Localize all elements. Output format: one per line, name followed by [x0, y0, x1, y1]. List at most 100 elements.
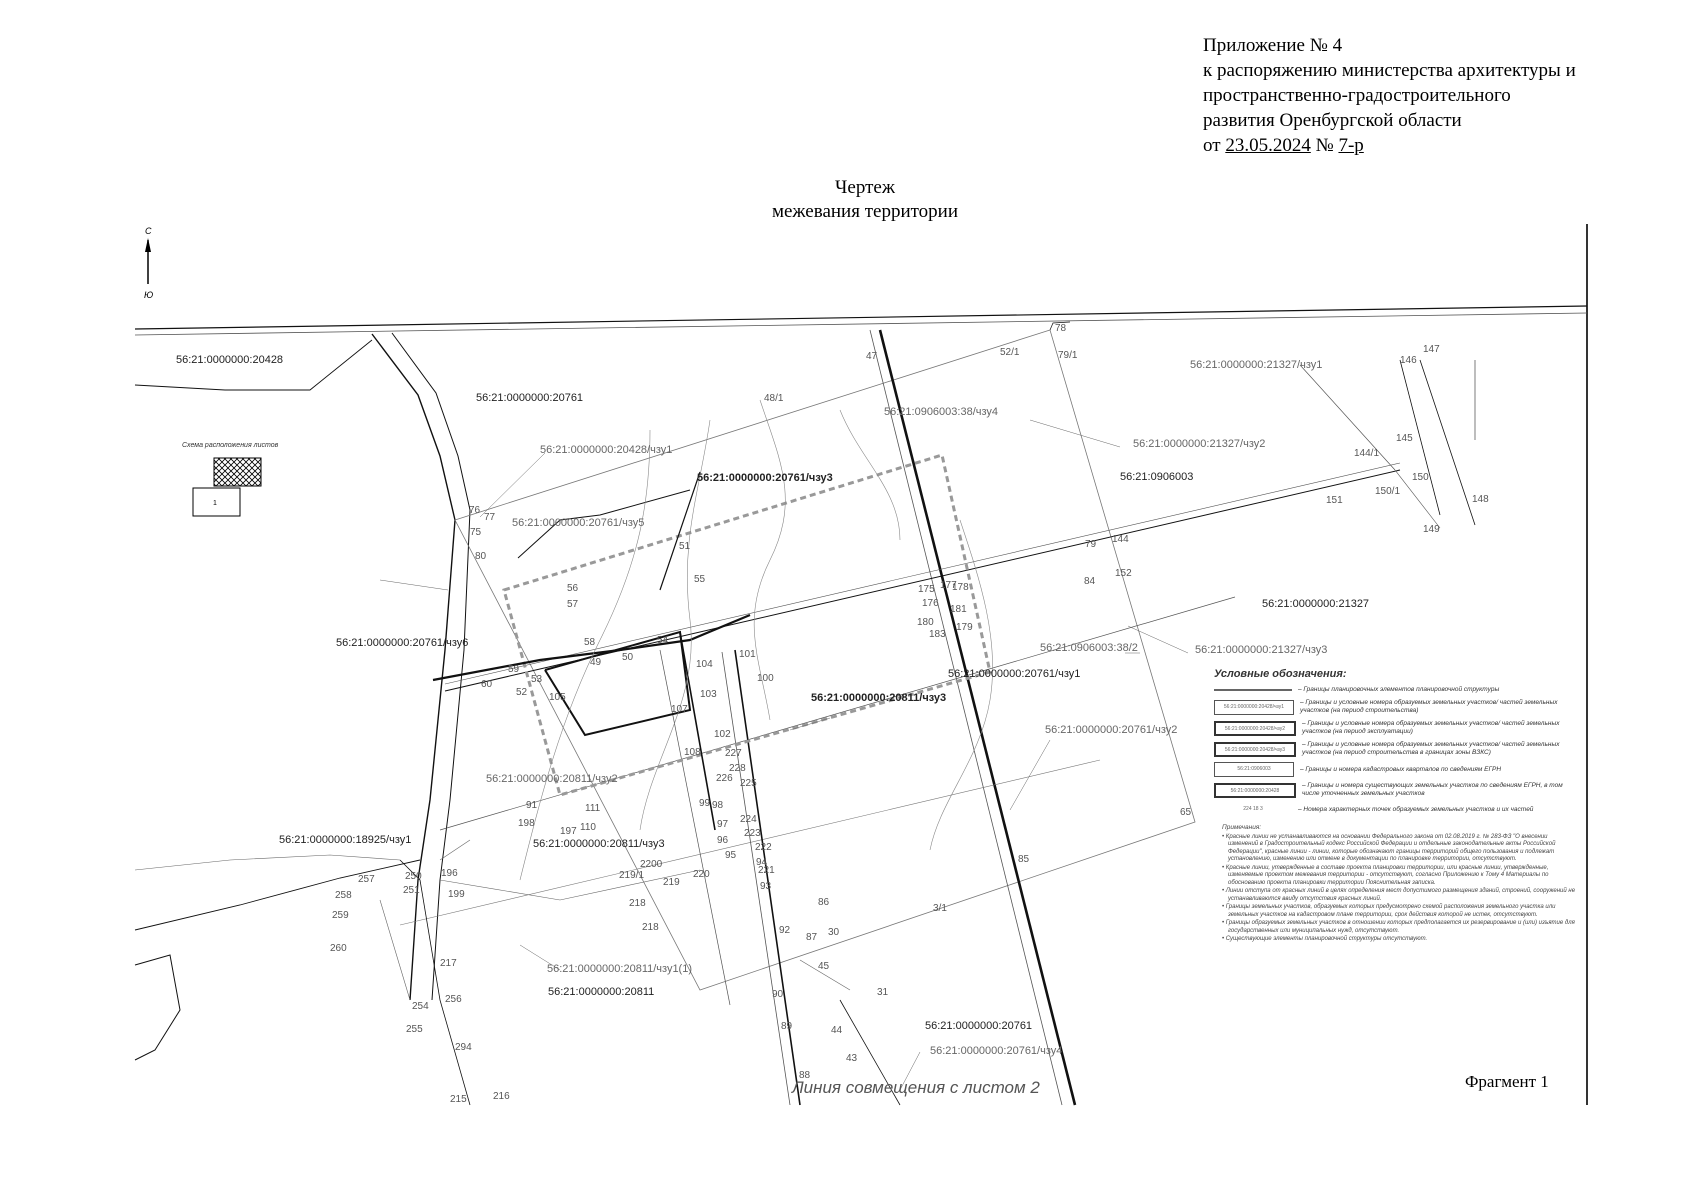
parcel-20811-label: 56:21:0000000:20811 — [548, 986, 654, 998]
fragment-label: Фрагмент 1 — [1465, 1072, 1549, 1091]
parcel-21327-zu3-label: 56:21:0000000:21327/чзу3 — [1195, 644, 1327, 656]
region-line: развития Оренбургской области — [1203, 110, 1462, 131]
point-251: 251 — [403, 885, 420, 896]
point-228: 228 — [729, 763, 746, 774]
point-223: 223 — [744, 828, 761, 839]
point-258: 258 — [335, 890, 352, 901]
point-105: 105 — [549, 692, 566, 703]
point-151: 151 — [1326, 495, 1343, 506]
legend-text-7: – Номера характерных точек образуемых зе… — [1298, 805, 1534, 813]
point-52: 52 — [516, 687, 528, 698]
point-43: 43 — [846, 1053, 858, 1064]
point-94: 94 — [756, 857, 768, 868]
point-294: 294 — [455, 1042, 472, 1053]
legend-swatch-4: 56:21:0000000:20428/чзу3 — [1214, 741, 1296, 757]
point-98: 98 — [712, 800, 724, 811]
legend-swatch-2: 56:21:0000000:20428/чзу1 — [1214, 699, 1294, 715]
point-216: 216 — [493, 1091, 510, 1102]
point-99: 99 — [699, 798, 711, 809]
legend-item-construction: 56:21:0000000:20428/чзу1 – Границы и усл… — [1214, 699, 1576, 715]
quarter-0906003-label: 56:21:0906003 — [1120, 471, 1193, 483]
point-65: 65 — [1180, 807, 1192, 818]
point-256: 256 — [445, 994, 462, 1005]
point-79-1: 79/1 — [1058, 350, 1078, 361]
notes-title: Примечания: — [1222, 824, 1262, 831]
legend-item-planning-elements: – Границы планировочных элементов планир… — [1214, 686, 1576, 694]
point-227: 227 — [725, 748, 742, 759]
note-3: Линии отступа от красных линий в целях о… — [1222, 888, 1576, 903]
point-219-1: 219/1 — [619, 870, 644, 881]
point-199: 199 — [448, 889, 465, 900]
point-254: 254 — [412, 1001, 429, 1012]
point-95: 95 — [725, 850, 737, 861]
legend-notes: Примечания: Красные линии не устанавлива… — [1214, 824, 1576, 944]
point-107: 107 — [671, 704, 688, 715]
point-150: 150 — [1412, 472, 1429, 483]
parcel-20428-zu1-label: 56:21:0000000:20428/чзу1 — [540, 444, 672, 456]
point-145: 145 — [1396, 433, 1413, 444]
legend-item-existing: 56:21:0000000:20428 – Границы и номера с… — [1214, 782, 1576, 798]
point-144-1: 144/1 — [1354, 448, 1379, 459]
point-50: 50 — [622, 652, 634, 663]
point-181: 181 — [950, 604, 967, 615]
point-87: 87 — [806, 932, 818, 943]
note-5: Границы образуемых земельных участков в … — [1222, 920, 1576, 935]
point-79: 79 — [1085, 539, 1097, 550]
scheme-label: Схема расположения листов — [182, 442, 279, 449]
map-linework — [134, 305, 1588, 1106]
parcel-20811-zu1-label: 56:21:0000000:20811/чзу1(1) — [547, 963, 692, 975]
point-257: 257 — [358, 874, 375, 885]
point-53: 53 — [531, 674, 543, 685]
sheet-layout-scheme: Схема расположения листов 1 — [182, 442, 279, 517]
point-59: 59 — [508, 664, 520, 675]
point-111: 111 — [585, 803, 601, 814]
point-226: 226 — [716, 773, 733, 784]
note-2: Красные линии, утвержденные в составе пр… — [1222, 865, 1576, 888]
point-92: 92 — [779, 925, 791, 936]
map-legend: Условные обозначения: – Границы планиров… — [1214, 668, 1576, 945]
point-49: 49 — [590, 657, 602, 668]
point-numbers: 78 79/1 52/1 47 48/1 146 147 145 144/1 1… — [330, 323, 1489, 1105]
point-90: 90 — [772, 989, 784, 1000]
title-line-1: Чертеж — [835, 177, 895, 198]
point-176: 176 — [922, 598, 939, 609]
legend-text-4: – Границы и условные номера образуемых з… — [1302, 741, 1560, 756]
parcel-20811-zu3-label: 56:21:0000000:20811/чзу3 — [811, 692, 946, 704]
point-225: 225 — [740, 778, 757, 789]
parcel-20761-zu3-label: 56:21:0000000:20761/чзу3 — [697, 472, 833, 484]
point-55: 55 — [694, 574, 706, 585]
point-219: 219 — [663, 877, 680, 888]
point-97: 97 — [717, 819, 729, 830]
point-218: 218 — [629, 898, 646, 909]
point-86: 86 — [818, 897, 830, 908]
point-54: 54 — [657, 635, 669, 646]
point-60: 60 — [481, 679, 493, 690]
point-84: 84 — [1084, 576, 1096, 587]
legend-swatch-7: 224 18 3 — [1243, 806, 1263, 812]
point-215: 215 — [450, 1094, 467, 1105]
compass-south: Ю — [144, 290, 153, 300]
note-1: Красные линии не устанавливаются на осно… — [1222, 834, 1576, 864]
point-89: 89 — [781, 1021, 793, 1032]
legend-item-vzks: 56:21:0000000:20428/чзу3 – Границы и усл… — [1214, 741, 1576, 757]
document-header: Приложение № 4 к распоряжению министерст… — [1203, 33, 1576, 158]
parcel-20811-zu3-b-label: 56:21:0000000:20811/чзу3 — [533, 838, 665, 850]
legend-title: Условные обозначения: — [1214, 668, 1347, 680]
point-183: 183 — [929, 629, 946, 640]
point-149: 149 — [1423, 524, 1440, 535]
point-91: 91 — [526, 800, 538, 811]
drawing-title: Чертеж межевания территории — [700, 176, 1030, 224]
date-line: от 23.05.2024 № 7-р — [1203, 133, 1576, 158]
parcel-20761-b-label: 56:21:0000000:20761 — [925, 1020, 1032, 1032]
point-51: 51 — [679, 541, 691, 552]
point-260: 260 — [330, 943, 347, 954]
point-178: 178 — [952, 582, 969, 593]
point-96: 96 — [717, 835, 729, 846]
scheme-sheet-number: 1 — [213, 500, 217, 507]
parcel-20811-zu2-label: 56:21:0000000:20811/чзу2 — [486, 773, 618, 785]
point-30: 30 — [828, 927, 840, 938]
point-45: 45 — [818, 961, 830, 972]
point-85: 85 — [1018, 854, 1030, 865]
point-48-1: 48/1 — [764, 393, 784, 404]
point-196: 196 — [441, 868, 458, 879]
